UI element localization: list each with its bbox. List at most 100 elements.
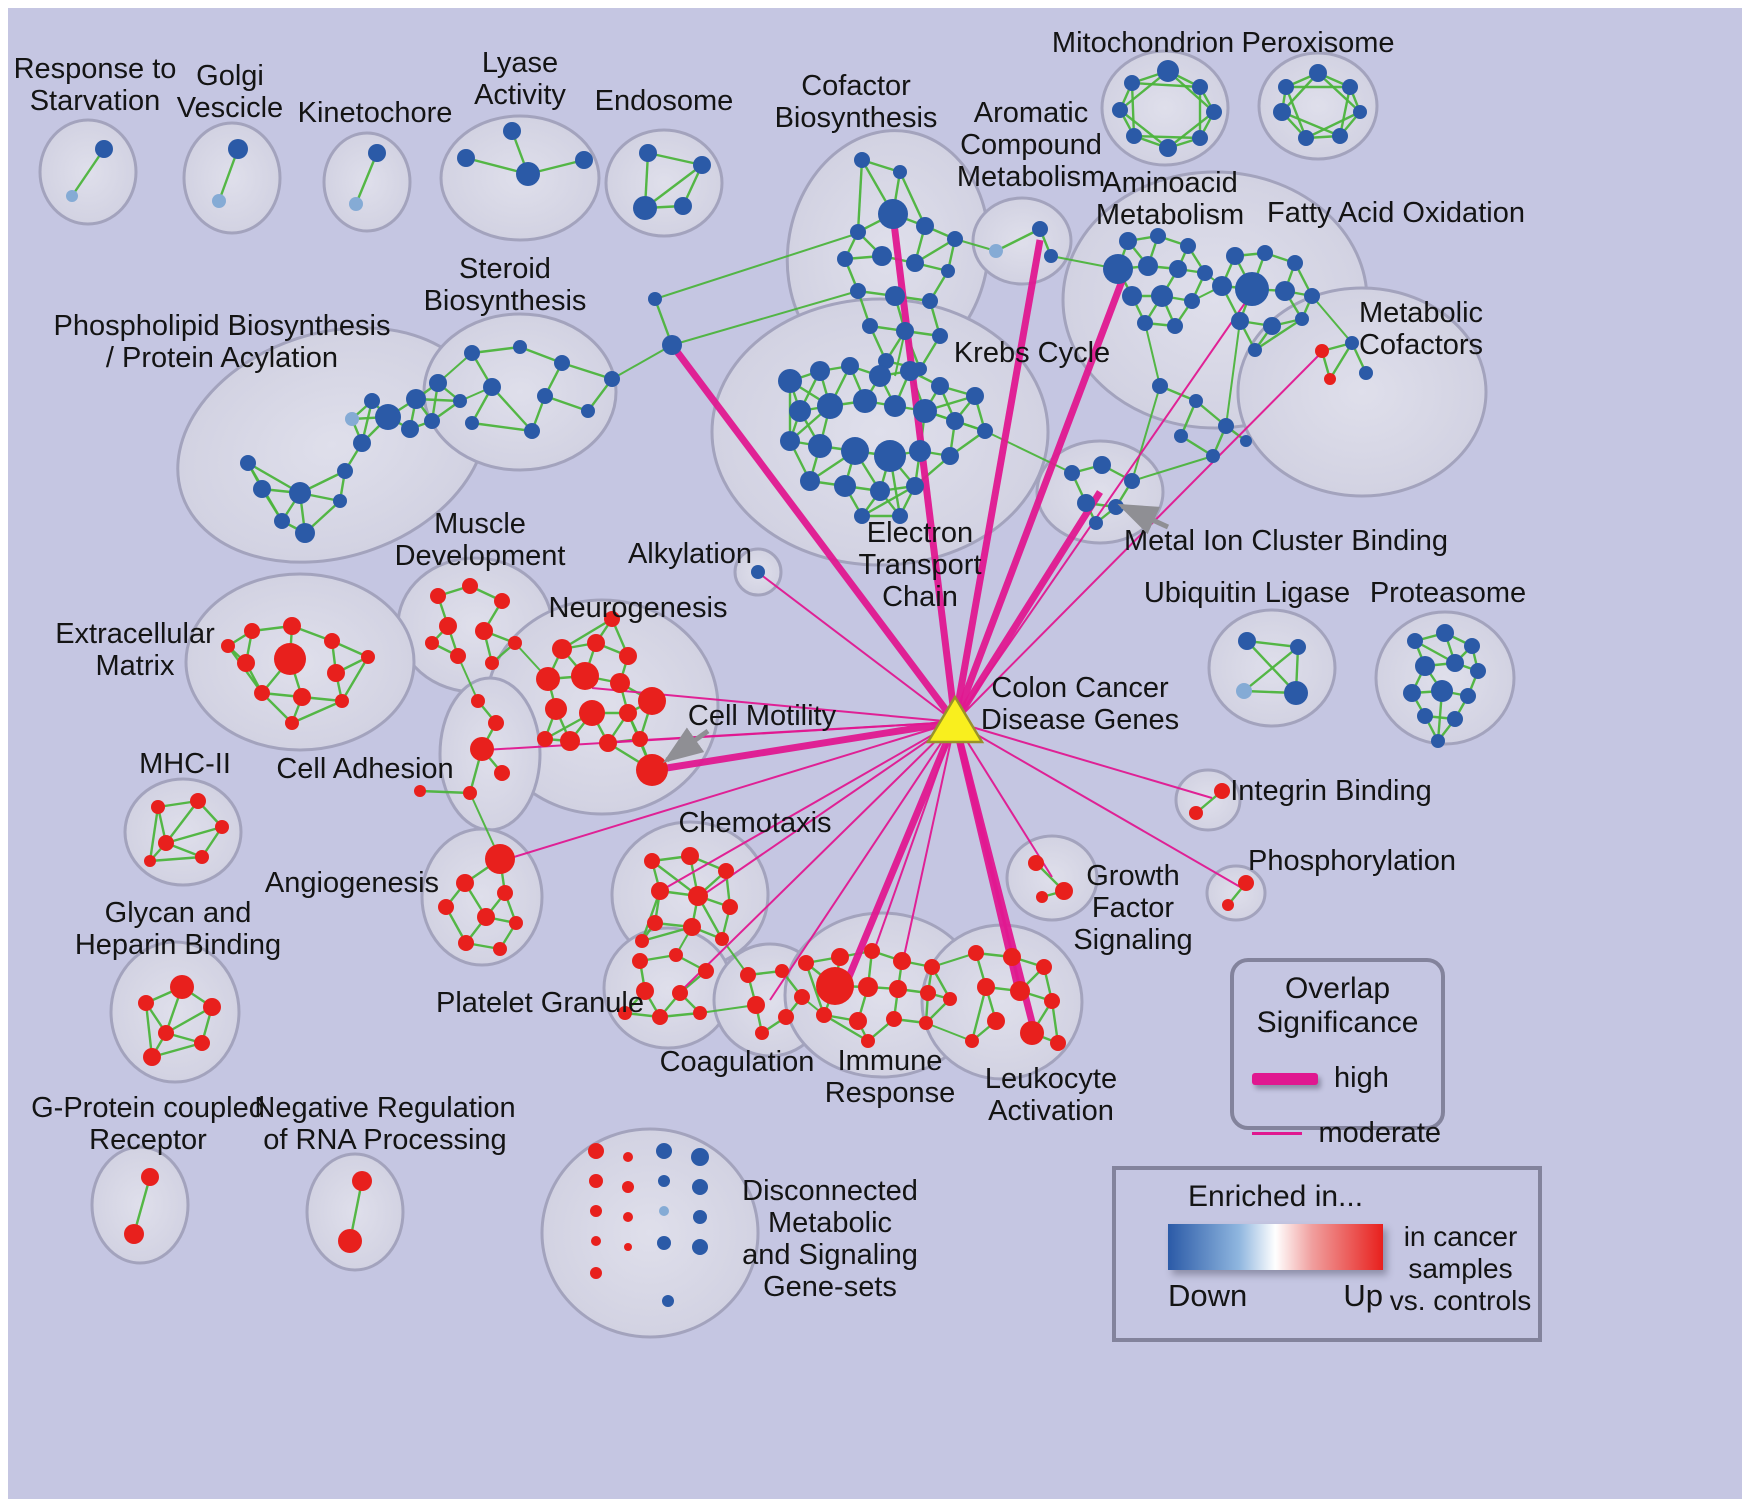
- gene-set-node-peroxisome: [1332, 128, 1348, 144]
- gene-set-node-proteasome: [1460, 688, 1476, 704]
- gene-set-node-aminoacid-metabolism: [1197, 265, 1213, 281]
- gene-set-node-metabolic-satellites: [1174, 429, 1188, 443]
- gene-set-node-krebs-etc: [884, 395, 906, 417]
- gene-set-node-chemotaxis: [688, 886, 708, 906]
- overlap-edge-moderate: [954, 289, 1255, 723]
- gene-set-node-immune-response: [889, 980, 907, 998]
- inter-cluster-edge: [611, 344, 673, 380]
- inter-cluster-edge: [654, 231, 863, 300]
- gene-set-node-chemotaxis: [651, 882, 669, 900]
- gene-set-node-phospholipid-biosynthesis: [253, 480, 271, 498]
- gene-set-node-muscle-development: [425, 636, 439, 650]
- gene-set-node-mitochondrion: [1126, 128, 1142, 144]
- gene-set-node-glycan-heparin-binding: [194, 1035, 210, 1051]
- gene-set-node-disconnected-gene-sets: [659, 1206, 669, 1216]
- gene-set-edge: [354, 152, 379, 205]
- gene-set-node-disconnected-gene-sets: [590, 1205, 602, 1217]
- label-mitochondrion: Mitochondrion: [1052, 27, 1234, 59]
- gene-set-node-extracellular-matrix: [324, 633, 340, 649]
- overlap-edge-moderate: [873, 721, 956, 952]
- overlap-edge-high: [951, 721, 1038, 1031]
- gene-set-node-alkylation: [751, 565, 765, 579]
- gene-set-node-immune-response: [943, 992, 957, 1006]
- gene-set-node-immune-response: [798, 955, 814, 971]
- gene-set-node-coagulation: [747, 996, 765, 1014]
- gene-set-node-mitochondrion: [1192, 130, 1208, 146]
- overlap-edge-moderate: [661, 721, 956, 891]
- gene-set-node-extracellular-matrix: [283, 617, 301, 635]
- gene-set-node-steroid-biosynthesis: [513, 340, 527, 354]
- label-phospholipid-biosynthesis: Phospholipid Biosynthesis/ Protein Acyla…: [54, 310, 391, 374]
- gene-set-node-coagulation: [740, 967, 756, 983]
- overlap-edge-moderate: [902, 721, 956, 962]
- gene-set-node-krebs-etc: [892, 508, 908, 524]
- gene-set-edge: [861, 484, 916, 518]
- gene-set-node-immune-response: [920, 985, 936, 1001]
- label-kinetochore: Kinetochore: [298, 97, 453, 129]
- gene-set-node-neurogenesis: [579, 700, 605, 726]
- gene-set-node-endosome: [639, 144, 657, 162]
- overlap-edge-high: [951, 239, 1044, 723]
- gene-set-node-ubiquitin-ligase: [1290, 639, 1306, 655]
- gene-set-node-metabolic-cofactors: [1345, 336, 1359, 350]
- gene-set-node-mitochondrion: [1159, 139, 1177, 157]
- gene-set-node-metabolic-cofactors: [1324, 373, 1336, 385]
- gene-set-node-response-to-starvation: [95, 140, 113, 158]
- gene-set-node-endosome: [633, 196, 657, 220]
- gene-set-node-aromatic-compound-metabolism: [989, 244, 1003, 258]
- gene-set-node-g-protein-coupled-receptor: [124, 1224, 144, 1244]
- label-cell-adhesion: Cell Adhesion: [276, 753, 453, 785]
- gene-set-edge: [970, 986, 988, 1042]
- gene-set-node-metabolic-satellites: [1206, 449, 1220, 463]
- gene-set-node-peroxisome: [1278, 79, 1294, 95]
- gene-set-node-phospholipid-biosynthesis: [274, 513, 290, 529]
- gene-set-node-platelet-granule: [669, 948, 683, 962]
- gene-set-node-phospholipid-biosynthesis: [333, 494, 347, 508]
- gene-set-node-cofactor-biosynthesis: [947, 231, 963, 247]
- inter-cluster-edge: [925, 1022, 973, 1042]
- gene-set-node-cofactor-biosynthesis: [941, 264, 955, 278]
- cluster-ellipse-g-protein-coupled-receptor: [90, 1145, 190, 1265]
- gene-set-edge: [1317, 72, 1361, 113]
- gene-set-edge: [165, 800, 199, 844]
- gene-set-node-krebs-etc: [841, 437, 869, 465]
- enrichment-legend-title: Enriched in...: [1187, 1180, 1364, 1213]
- gene-set-node-disconnected-gene-sets: [589, 1174, 603, 1188]
- gene-set-node-fatty-acid-oxidation: [1263, 317, 1281, 335]
- label-chemotaxis: Chemotaxis: [678, 807, 831, 839]
- gene-set-node-coagulation: [794, 989, 810, 1005]
- gene-set-node-krebs-etc: [834, 475, 856, 497]
- gene-set-node-leukocyte-activation: [1044, 993, 1060, 1009]
- nodes-layer: [66, 60, 1486, 1307]
- gene-set-node-chemotaxis: [635, 934, 649, 948]
- gene-set-edge: [1254, 317, 1303, 352]
- gene-set-node-phospholipid-biosynthesis: [406, 389, 426, 409]
- gene-set-edge: [898, 171, 927, 227]
- gene-set-node-aminoacid-metabolism: [1137, 315, 1153, 331]
- gene-set-edge: [419, 789, 471, 795]
- gene-set-node-phospholipid-biosynthesis: [401, 420, 419, 438]
- gene-set-node-phospholipid-biosynthesis: [429, 374, 447, 392]
- gene-set-node-krebs-etc: [778, 369, 802, 393]
- gene-set-node-steroid-biosynthesis: [554, 355, 570, 371]
- gene-set-node-krebs-etc: [870, 481, 890, 501]
- gene-set-node-metabolic-cofactors: [1315, 344, 1329, 358]
- gene-set-node-immune-response: [864, 943, 880, 959]
- gene-set-node-aminoacid-metabolism: [1180, 238, 1196, 254]
- gene-set-node-steroid-biosynthesis: [465, 416, 479, 430]
- gene-set-node-aminoacid-metabolism: [1138, 256, 1158, 276]
- gene-set-node-fatty-acid-oxidation: [1235, 272, 1269, 306]
- gene-set-node-kinetochore: [368, 144, 386, 162]
- gene-set-node-angiogenesis: [493, 942, 507, 956]
- context-line: vs. controls: [1389, 1285, 1532, 1316]
- gene-set-node-krebs-etc: [931, 377, 949, 395]
- gene-set-node-ubiquitin-ligase: [1284, 681, 1308, 705]
- gene-set-node-fatty-acid-oxidation: [1231, 312, 1249, 330]
- overlap-edge-moderate: [954, 721, 1243, 889]
- gene-set-node-neurogenesis: [599, 734, 617, 752]
